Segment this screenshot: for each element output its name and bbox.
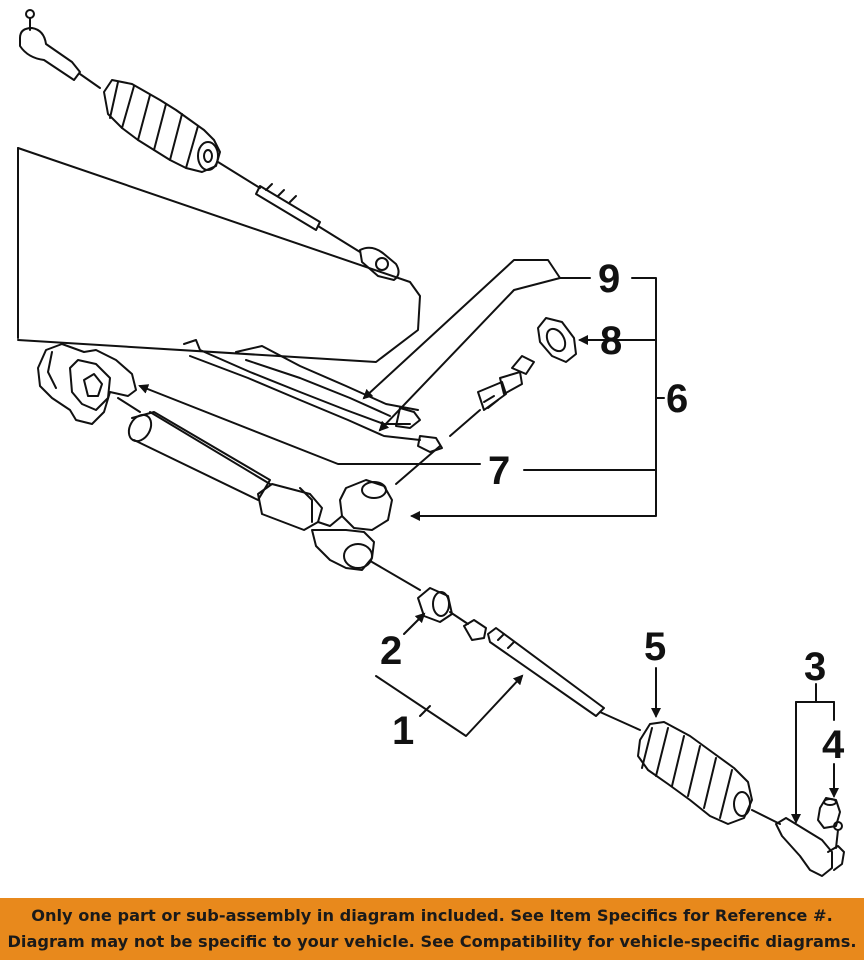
pressure-lines [183,339,443,453]
part-8-bushing [537,317,577,363]
callout-4: 4 [822,723,845,767]
callout-7: 7 [488,449,510,493]
callout-leaders [138,259,839,824]
disclaimer-banner: Only one part or sub-assembly in diagram… [0,898,864,960]
disclaimer-line-2: Diagram may not be specific to your vehi… [7,932,857,951]
part-2-bushing [417,587,469,625]
upper-rod-leader-box [17,147,421,363]
callout-2: 2 [380,629,402,673]
part-4-nut [817,797,841,829]
rack-housing [37,343,421,591]
steering-rack-diagram: 9 8 6 7 2 1 5 3 4 [17,9,845,877]
upper-boot [103,79,221,173]
callout-3: 3 [804,645,826,689]
callout-5: 5 [644,625,666,669]
upper-tie-rod-end [19,9,101,89]
callout-6: 6 [666,377,688,421]
callout-9: 9 [598,257,620,301]
callout-1: 1 [392,709,414,753]
part-5-lower-boot [637,721,781,825]
upper-inner-tie-rod [217,161,400,281]
disclaimer-line-1: Only one part or sub-assembly in diagram… [31,906,833,925]
callout-8: 8 [600,319,622,363]
part-1-inner-tie-rod [463,619,641,731]
